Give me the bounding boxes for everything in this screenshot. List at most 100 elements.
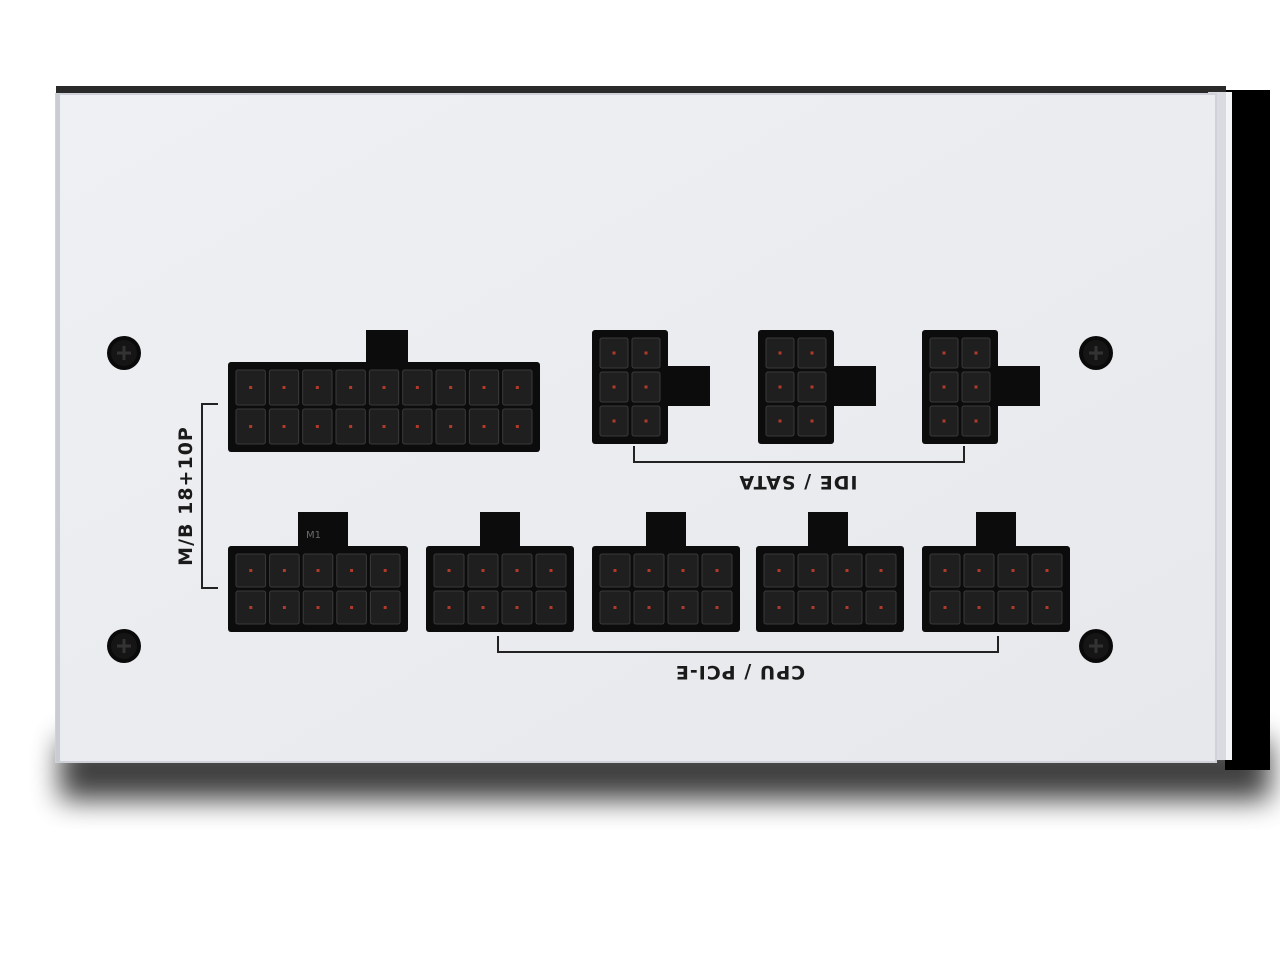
- pin-hole: [268, 369, 300, 406]
- pin-hole: [433, 590, 465, 625]
- pin-hole: [302, 553, 334, 588]
- pin-hole: [501, 590, 533, 625]
- pin-hole: [797, 371, 827, 403]
- pin-hole: [929, 590, 961, 625]
- latch-tab: [976, 512, 1016, 550]
- pin-hole: [302, 590, 334, 625]
- mb-bracket: [201, 403, 218, 589]
- pin-hole: [997, 590, 1029, 625]
- pin-hole: [599, 371, 629, 403]
- housing-top-edge: [56, 86, 1226, 96]
- pin-hole: [797, 337, 827, 369]
- pin-hole: [402, 408, 433, 445]
- latch-tab: [832, 366, 876, 406]
- pin-hole: [535, 590, 567, 625]
- cpu-pcie-label: CPU / PCI-E: [675, 661, 805, 683]
- latch-tab: [480, 512, 520, 550]
- ide-sata-6pin-socket[interactable]: [592, 330, 710, 444]
- pin-hole: [502, 369, 533, 406]
- pin-hole: [797, 553, 829, 588]
- pin-hole: [235, 590, 267, 625]
- label-brackets: [201, 403, 999, 653]
- pin-hole: [929, 337, 959, 369]
- pin-hole: [765, 405, 795, 437]
- pin-hole: [667, 553, 699, 588]
- pin-hole: [831, 590, 863, 625]
- pin-hole: [599, 405, 629, 437]
- motherboard-18pin-socket[interactable]: [228, 330, 540, 452]
- pin-hole: [929, 405, 959, 437]
- pin-hole: [467, 553, 499, 588]
- socket-tag: M1: [306, 530, 321, 541]
- pin-hole: [997, 553, 1029, 588]
- pin-hole: [763, 553, 795, 588]
- pin-hole: [599, 590, 631, 625]
- pin-hole: [369, 553, 401, 588]
- pin-hole: [302, 369, 333, 406]
- pin-hole: [269, 590, 300, 625]
- pin-hole: [963, 590, 995, 625]
- screw-icon: [107, 336, 141, 370]
- pin-hole: [368, 369, 400, 406]
- pin-hole: [765, 337, 795, 369]
- pin-hole: [865, 553, 897, 588]
- pin-hole: [599, 337, 629, 369]
- pin-hole: [235, 369, 266, 406]
- pin-hole: [963, 553, 995, 588]
- latch-tab: [646, 512, 686, 550]
- pin-hole: [1031, 553, 1063, 588]
- cpu-pcie-8pin-socket[interactable]: [756, 512, 904, 632]
- pin-hole: [763, 590, 795, 625]
- pin-hole: [369, 590, 401, 625]
- pin-hole: [467, 590, 499, 625]
- pin-hole: [765, 371, 795, 403]
- pin-hole: [961, 405, 991, 437]
- screw-icon: [1079, 629, 1113, 663]
- pin-hole: [435, 369, 466, 406]
- pin-hole: [797, 405, 827, 437]
- ide-sata-label: IDE / SATA: [738, 471, 857, 493]
- pin-hole: [502, 408, 533, 445]
- pin-hole: [667, 590, 699, 625]
- pin-hole: [631, 371, 661, 403]
- pin-hole: [402, 369, 433, 406]
- pin-hole: [797, 590, 829, 625]
- pin-hole: [468, 408, 500, 445]
- cpu-pcie-bracket: [497, 636, 999, 653]
- pin-hole: [701, 590, 733, 625]
- pin-hole: [435, 408, 466, 445]
- pin-hole: [468, 369, 500, 406]
- pin-hole: [633, 590, 665, 625]
- cpu-pcie-8pin-socket[interactable]: [592, 512, 740, 632]
- pin-hole: [235, 553, 267, 588]
- pin-hole: [336, 590, 367, 625]
- pin-hole: [961, 371, 991, 403]
- cpu-pcie-8pin-socket[interactable]: [426, 512, 574, 632]
- ide-sata-bracket: [633, 446, 965, 463]
- pin-hole: [831, 553, 863, 588]
- motherboard-label: M/B 18+10P: [175, 426, 197, 566]
- latch-tab: [996, 366, 1040, 406]
- pin-hole: [929, 553, 961, 588]
- pin-hole: [336, 553, 367, 588]
- pin-hole: [865, 590, 897, 625]
- screw-icon: [1079, 336, 1113, 370]
- pin-hole: [1031, 590, 1063, 625]
- pin-hole: [235, 408, 266, 445]
- latch-tab: [366, 330, 408, 366]
- pin-hole: [268, 408, 300, 445]
- ide-sata-6pin-socket[interactable]: [922, 330, 1040, 444]
- pin-hole: [433, 553, 465, 588]
- pin-hole: [335, 369, 366, 406]
- pin-hole: [501, 553, 533, 588]
- ide-sata-6pin-socket[interactable]: [758, 330, 876, 444]
- motherboard-10pin-socket[interactable]: M1: [228, 512, 408, 632]
- pin-hole: [335, 408, 366, 445]
- pin-hole: [269, 553, 300, 588]
- pin-hole: [631, 337, 661, 369]
- panel-left-edge: [56, 94, 60, 762]
- pin-hole: [929, 371, 959, 403]
- pin-hole: [631, 405, 661, 437]
- cpu-pcie-8pin-socket[interactable]: [922, 512, 1070, 632]
